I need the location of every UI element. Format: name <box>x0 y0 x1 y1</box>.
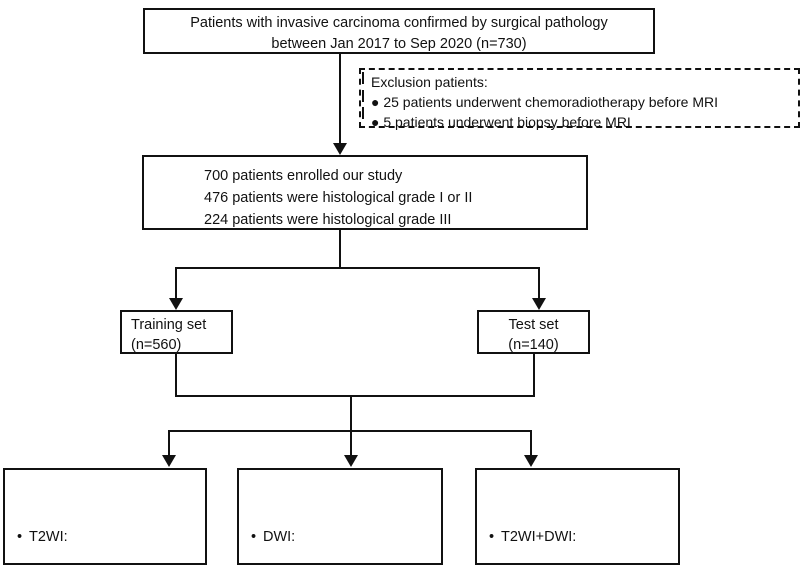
dwi-header: DWI: <box>263 528 296 545</box>
dwi-box: •DWI: -ITR -3mmPTR -ITR+3mmPTR <box>237 468 443 565</box>
test-set-text: Test set (n=140) <box>508 317 559 354</box>
t2wi-dwi-header-line: • T2WI+DWI: <box>489 526 678 549</box>
bullet-icon: • <box>17 528 23 545</box>
enrollment-box-text: Patients with invasive carcinoma confirm… <box>190 15 608 53</box>
connector-bus-to-test <box>538 267 540 298</box>
connector-merge-bus <box>175 395 535 397</box>
t2wi-dwi-header: T2WI+DWI: <box>501 528 577 545</box>
arrowhead-to-t2wi <box>162 455 176 467</box>
connector-bus-to-dwi <box>350 430 352 457</box>
bullet-icon: • <box>489 528 495 545</box>
connector-test-down <box>533 354 535 397</box>
exclusion-box-text: Exclusion patients: ● 25 patients underw… <box>371 74 718 130</box>
connector-enrolled-down <box>339 230 341 269</box>
enrollment-box: Patients with invasive carcinoma confirm… <box>143 8 655 54</box>
exclusion-edge-tick <box>362 72 364 84</box>
t2wi-header: T2WI: <box>29 528 68 545</box>
exclusion-edge-tick <box>362 90 364 102</box>
training-set-text: Training set (n=560) <box>131 317 207 354</box>
connector-enrollment-to-enrolled <box>339 54 341 143</box>
t2wi-plus-dwi-box: •T2WI+DWI: -ITR -3mmPTR -ITR+3mmPTR <box>475 468 680 565</box>
t2wi-box: •T2WI: -ITR -3mmPTR -ITR+3mmPTR <box>3 468 207 565</box>
arrowhead-to-dwi <box>344 455 358 467</box>
arrowhead-to-training <box>169 298 183 310</box>
exclusion-edge-tick <box>362 107 364 119</box>
enrolled-box: 700 patients enrolled our study 476 pati… <box>142 155 588 230</box>
arrowhead-to-test <box>532 298 546 310</box>
connector-split-bus-train-test <box>175 267 540 269</box>
training-set-box: Training set (n=560) <box>120 310 233 354</box>
test-set-box: Test set (n=140) <box>477 310 590 354</box>
exclusion-box: Exclusion patients: ● 25 patients underw… <box>359 68 800 130</box>
connector-merge-down <box>350 395 352 432</box>
arrowhead-to-t2wi-dwi <box>524 455 538 467</box>
connector-bus-to-t2wi-dwi <box>530 430 532 457</box>
dwi-header-line: • DWI: <box>251 526 441 549</box>
enrolled-box-text: 700 patients enrolled our study 476 pati… <box>204 168 473 229</box>
connector-training-down <box>175 354 177 397</box>
bullet-icon: • <box>251 528 257 545</box>
connector-bus-to-t2wi <box>168 430 170 457</box>
connector-bus-to-training <box>175 267 177 298</box>
t2wi-header-line: • T2WI: <box>17 526 205 549</box>
arrowhead-to-enrolled <box>333 143 347 155</box>
